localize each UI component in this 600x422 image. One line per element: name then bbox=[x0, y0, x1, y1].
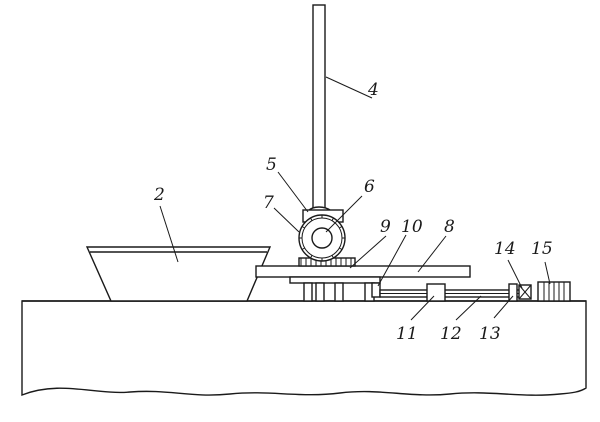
support-plate bbox=[289, 276, 381, 284]
label-5: 5 bbox=[266, 155, 277, 175]
label-14: 14 bbox=[494, 239, 516, 259]
support-leg-2 bbox=[315, 282, 325, 302]
label-6: 6 bbox=[364, 177, 375, 197]
label-12: 12 bbox=[440, 324, 462, 344]
bearing-seat bbox=[508, 283, 518, 302]
base-block bbox=[21, 300, 587, 397]
label-8: 8 bbox=[444, 217, 455, 237]
hopper bbox=[85, 246, 272, 302]
coupling-mark-2 bbox=[518, 284, 532, 300]
gear-hub bbox=[311, 227, 333, 249]
label-11: 11 bbox=[396, 324, 418, 344]
label-15: 15 bbox=[531, 239, 553, 259]
nut-block bbox=[426, 283, 446, 302]
label-9: 9 bbox=[380, 217, 391, 237]
vertical-pole bbox=[312, 4, 326, 211]
label-7: 7 bbox=[263, 193, 274, 213]
support-leg-1 bbox=[303, 282, 313, 302]
gear-teeth bbox=[299, 215, 345, 261]
rack-teeth bbox=[300, 258, 352, 266]
platform-plate bbox=[255, 265, 471, 278]
leader-lines bbox=[159, 76, 551, 321]
label-2: 2 bbox=[153, 185, 165, 205]
label-4: 4 bbox=[367, 80, 379, 100]
label-13: 13 bbox=[479, 324, 501, 344]
support-leg-3 bbox=[334, 282, 344, 302]
label-10: 10 bbox=[401, 217, 423, 237]
